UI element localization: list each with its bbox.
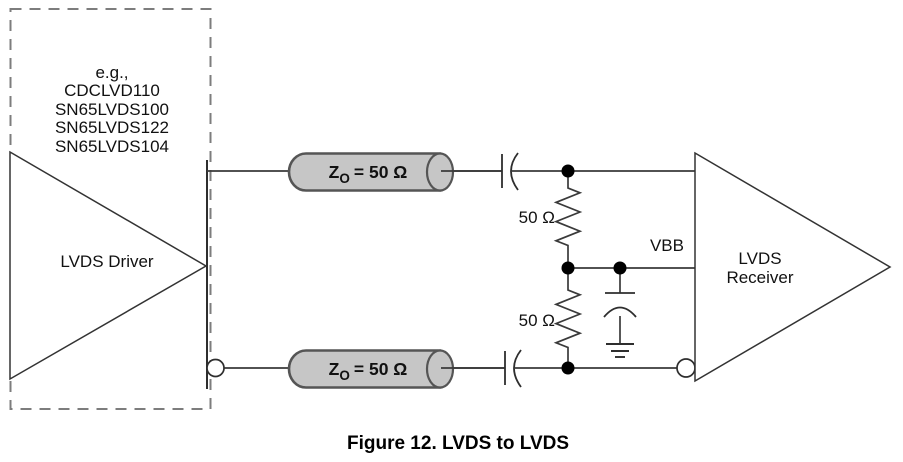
driver-examples-intro: e.g., xyxy=(95,63,128,82)
driver-examples-list: e.g., CDCLVD110 SN65LVDS100 SN65LVDS122 … xyxy=(55,63,169,156)
lvds-receiver-label-line2: Receiver xyxy=(726,268,793,287)
transmission-line-bottom-endcap xyxy=(425,349,455,389)
junction-dot-middle xyxy=(561,261,575,275)
driver-example-part: SN65LVDS100 xyxy=(55,100,169,119)
ground-symbol xyxy=(606,343,634,358)
termination-resistor-bottom-label: 50 Ω xyxy=(519,311,555,330)
lvds-receiver-triangle xyxy=(694,151,892,383)
transmission-line-top: ZO= 50 Ω xyxy=(287,152,502,192)
transmission-line-top-endcap xyxy=(425,152,455,192)
impedance-label-bottom: ZO= 50 Ω xyxy=(329,359,408,383)
driver-example-part: CDCLVD110 xyxy=(64,81,160,100)
coupling-capacitor-bottom xyxy=(504,349,522,388)
coupling-capacitor-top-curved-plate xyxy=(510,152,519,191)
transmission-line-bottom: ZO= 50 Ω xyxy=(287,349,505,389)
termination-resistor-top-label: 50 Ω xyxy=(519,208,555,227)
vbb-label: VBB xyxy=(650,236,684,255)
junction-dot-bypass xyxy=(613,261,627,275)
driver-example-part: SN65LVDS122 xyxy=(55,118,169,137)
driver-dashed-box xyxy=(9,8,212,410)
impedance-label-top: ZO= 50 Ω xyxy=(329,162,408,186)
bypass-capacitor-curved-plate xyxy=(603,306,637,318)
lvds-receiver-label-line1: LVDS xyxy=(738,249,781,268)
bypass-capacitor xyxy=(603,268,637,344)
termination-resistor-top xyxy=(553,171,583,268)
transmission-line-top-body xyxy=(287,152,442,192)
junction-dot-bottom xyxy=(561,361,575,375)
termination-resistor-bottom xyxy=(553,268,583,368)
lvds-driver-label: LVDS Driver xyxy=(60,252,154,271)
coupling-capacitor-top xyxy=(501,152,519,191)
lvds-driver-triangle xyxy=(9,150,208,381)
driver-inverting-output-bubble xyxy=(206,358,225,378)
junction-dot-top xyxy=(561,164,575,178)
figure-caption: Figure 12. LVDS to LVDS xyxy=(347,433,569,454)
coupling-capacitor-bottom-curved-plate xyxy=(513,349,522,388)
transmission-line-bottom-body xyxy=(287,349,442,389)
receiver-inverting-input-bubble xyxy=(676,358,696,378)
driver-example-part: SN65LVDS104 xyxy=(55,137,169,156)
